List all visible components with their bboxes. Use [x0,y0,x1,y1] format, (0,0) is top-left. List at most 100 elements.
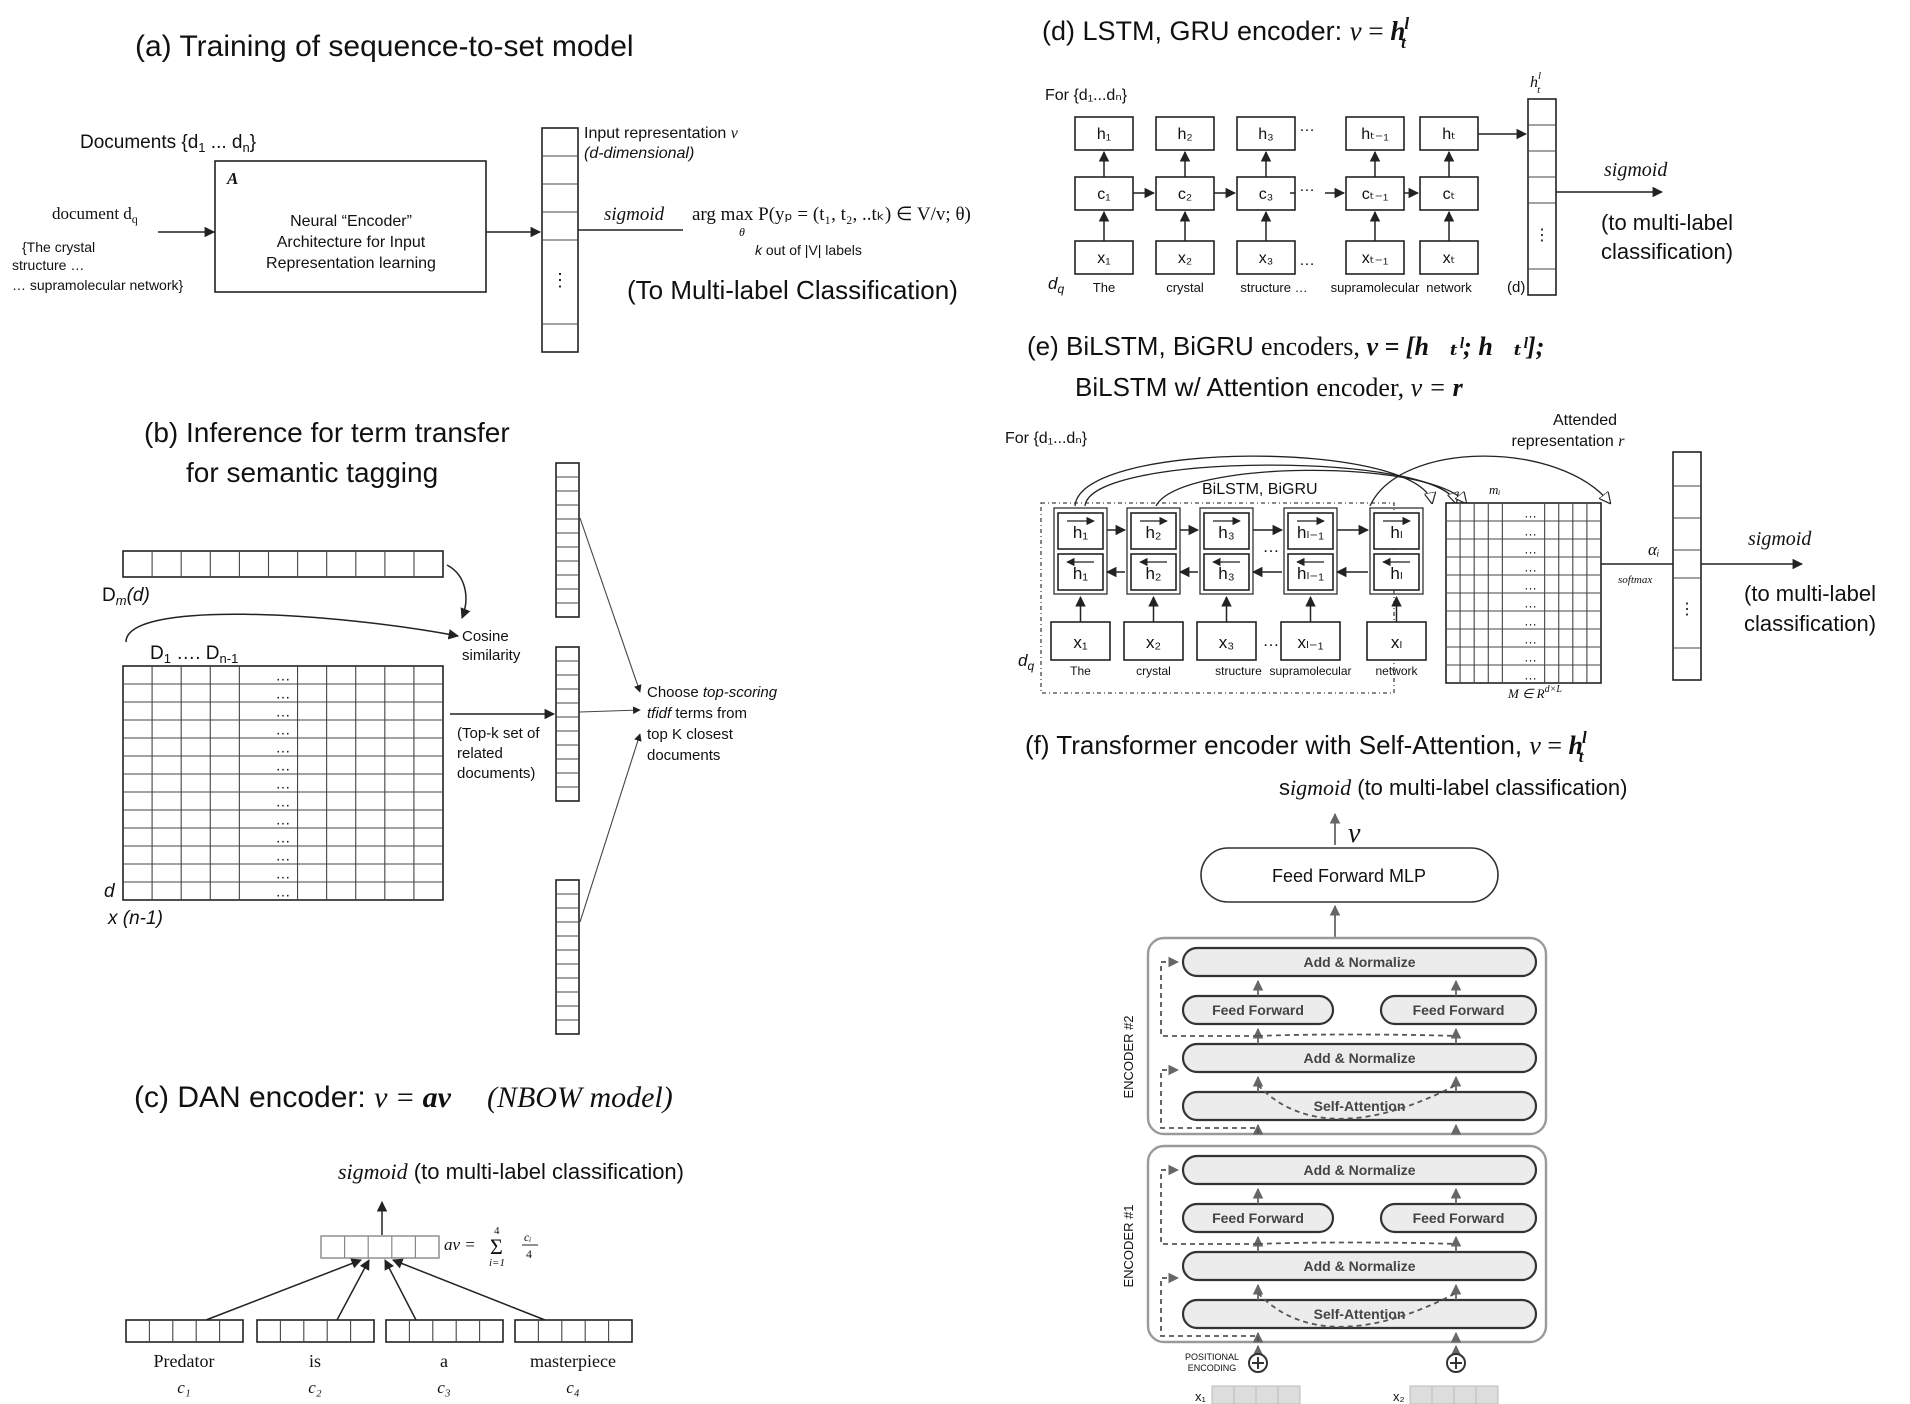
attn-arrow-1 [1074,455,1432,507]
lstm-node-label: x₃ [1259,250,1274,267]
docs-matrix-ellipsis: … [276,811,291,828]
lstm-node-label: c₁ [1097,186,1110,203]
panel-d-sigmoid: sigmoid [1604,159,1668,181]
panel-a-to-mlc: (To Multi-label Classification) [627,275,958,305]
encoder-frame [1146,1144,1548,1344]
lstm-node-label: c₂ [1178,186,1192,203]
dm-label: Dm(d) [102,585,150,608]
bilstm-x-label: xₗ₋₁ [1297,633,1323,652]
att-matrix-ellipsis: … [1524,649,1537,664]
input-vectors [1211,1385,1499,1404]
bilstm-x-label: xₗ [1391,633,1402,652]
lstm-node-label: c₃ [1259,186,1274,203]
bilstm-fwd-label: h₂ [1145,523,1161,542]
panel-e-dq: dq [1018,651,1034,673]
bilstm-bwd-label: h₂ [1145,564,1161,583]
panel-c-title: (c) DAN encoder: v = av(NBOW model) [134,1081,673,1114]
docs-matrix-ellipsis: … [276,667,291,684]
documents-matrix: ………………………………… [122,665,444,901]
encoder-box-line3: Representation learning [266,255,436,272]
lstm-node-label: cₜ₋₁ [1362,186,1389,203]
dan-word-label: c₂ [308,1378,322,1397]
positional-1: POSITIONAL [1185,1352,1239,1362]
topk-1: (Top-k set of [457,725,540,742]
lstm-word: The [1093,280,1115,295]
document-dq-label: document dq [52,204,138,226]
bilstm-fwd-node [1287,512,1334,550]
lstm-node-label: h₂ [1177,126,1192,143]
residual-connection [1160,1164,1258,1245]
bilstm-fwd-label: h₁ [1073,523,1088,542]
av-vector [320,1235,440,1259]
bilstm-bwd-label: hₗ [1390,564,1402,583]
lstm-node-box [1074,176,1134,211]
dan-word-label: c₃ [437,1378,451,1397]
lstm-word: supramolecular [1331,280,1421,295]
bilstm-bwd-node [1203,553,1250,591]
dan-word-arrow [392,1258,546,1321]
input-rep-dim: (d-dimensional) [584,145,694,162]
htl-vector: ⋮ [1527,98,1557,296]
matrix-m-label: M ∈ Rd×L [1507,684,1562,701]
bilstm-x-node [1196,621,1257,661]
dan-word: a [440,1351,448,1371]
lstm-word: network [1426,280,1472,295]
panel-e-title-1: (e) BiLSTM, BiGRU encoders, v = [h⃗ₜˡ; h… [1027,331,1544,361]
dan-word: is [309,1351,321,1371]
lstm-ellipsis: … [1299,178,1315,195]
feed-forward-left-label: Feed Forward [1212,1210,1304,1226]
docs-matrix-ellipsis: … [276,775,291,792]
dan-word-vector [256,1319,375,1343]
lstm-node-box [1419,240,1479,275]
encoder-box-line1: Neural “Encoder” [290,213,412,230]
docs-matrix-ellipsis: … [276,739,291,756]
cosine-2: similarity [462,647,521,664]
bilstm-x-label: x₂ [1146,633,1161,652]
add-normalize-bottom-label: Add & Normalize [1303,1050,1415,1066]
av-formula-lhs: av = [444,1235,476,1254]
bilstm-x-node [1123,621,1184,661]
cosine-1: Cosine [462,628,509,645]
input-rep-label: Input representation v [584,125,739,142]
bilstm-bwd-node [1130,553,1177,591]
bilstm-cell-outer [1199,507,1254,595]
bilstm-word: structure [1215,664,1262,678]
encoder-frame [1146,936,1548,1136]
panel-e-sigmoid: sigmoid [1748,528,1812,550]
docs-matrix-ellipsis: … [276,703,291,720]
dm-vector-box [122,550,444,578]
choose-2: tfidf terms from [647,705,747,722]
vector-frame [555,879,580,1035]
r-vector-dots: ⋮ [1679,601,1695,618]
feed-forward-right-label: Feed Forward [1413,1002,1505,1018]
dan-word-label: c₄ [566,1378,580,1397]
att-matrix-ellipsis: … [1524,631,1537,646]
bilstm-word: network [1375,664,1418,678]
lstm-node-label: h₃ [1258,126,1273,143]
add-normalize-top [1181,1154,1538,1186]
doc-text-3: … supramolecular network} [12,277,184,293]
bilstm-bwd-label: h₁ [1073,564,1088,583]
lstm-node-label: hₜ₋₁ [1361,126,1388,143]
panel-c: (c) DAN encoder: v = av(NBOW model) sigm… [125,1081,684,1397]
docs-matrix-ellipsis: … [276,685,291,702]
self-attention [1181,1298,1538,1330]
docs-matrix-ellipsis: … [276,829,291,846]
topk-vector-2 [555,646,580,802]
feed-forward-right-label: Feed Forward [1413,1210,1505,1226]
bilstm-word: supramolecular [1269,664,1351,678]
add-normalize-bottom-label: Add & Normalize [1303,1258,1415,1274]
lstm-node-label: x₂ [1178,250,1192,267]
att-matrix-ellipsis: … [1524,577,1537,592]
bilstm-x-node [1366,621,1427,661]
lstm-node-box [1155,116,1215,151]
panel-f-v: v [1348,818,1361,849]
bilstm-cell-outer [1283,507,1338,595]
feed-forward-left-label: Feed Forward [1212,1002,1304,1018]
panel-f: (f) Transformer encoder with Self-Attent… [1025,728,1627,1404]
matrix-x-label: x (n-1) [107,908,163,929]
